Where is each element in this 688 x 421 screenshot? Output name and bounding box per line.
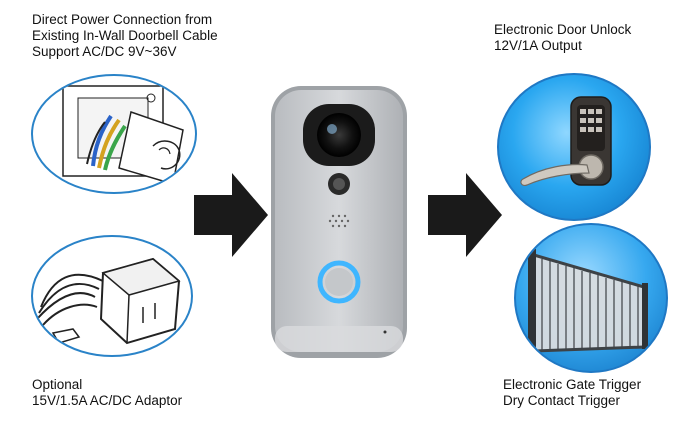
- adaptor-icon: [36, 257, 181, 345]
- power-connection-caption: Direct Power Connection from Existing In…: [32, 12, 218, 60]
- door-unlock-caption: Electronic Door Unlock 12V/1A Output: [494, 22, 631, 54]
- adaptor-caption: Optional 15V/1.5A AC/DC Adaptor: [32, 377, 182, 409]
- sliding-gate-image: [514, 223, 668, 373]
- arrow-right-icon: [194, 173, 268, 257]
- arrow-right-icon: [428, 173, 502, 257]
- wiring-icon: [62, 85, 184, 185]
- gate-caption-line-1: Electronic Gate Trigger: [503, 377, 642, 392]
- lock-caption-line-1: Electronic Door Unlock: [494, 22, 632, 37]
- power-caption-line-1: Direct Power Connection from: [32, 12, 213, 27]
- adaptor-caption-line-1: Optional: [32, 377, 83, 392]
- electronic-door-lock-image: [497, 73, 651, 221]
- in-wall-wiring-illustration: [31, 74, 197, 194]
- gate-caption-line-2: Dry Contact Trigger: [503, 393, 621, 408]
- power-adaptor-illustration: [31, 235, 193, 357]
- adaptor-caption-line-2: 15V/1.5A AC/DC Adaptor: [32, 393, 183, 408]
- power-caption-line-2: Existing In-Wall Doorbell Cable: [32, 28, 218, 43]
- video-doorbell-image: [271, 86, 407, 358]
- gate-trigger-caption: Electronic Gate Trigger Dry Contact Trig…: [503, 377, 641, 409]
- power-caption-line-3: Support AC/DC 9V~36V: [32, 44, 177, 59]
- gate-icon: [528, 249, 648, 353]
- lock-caption-line-2: 12V/1A Output: [494, 38, 582, 53]
- door-lock-icon: [520, 96, 612, 186]
